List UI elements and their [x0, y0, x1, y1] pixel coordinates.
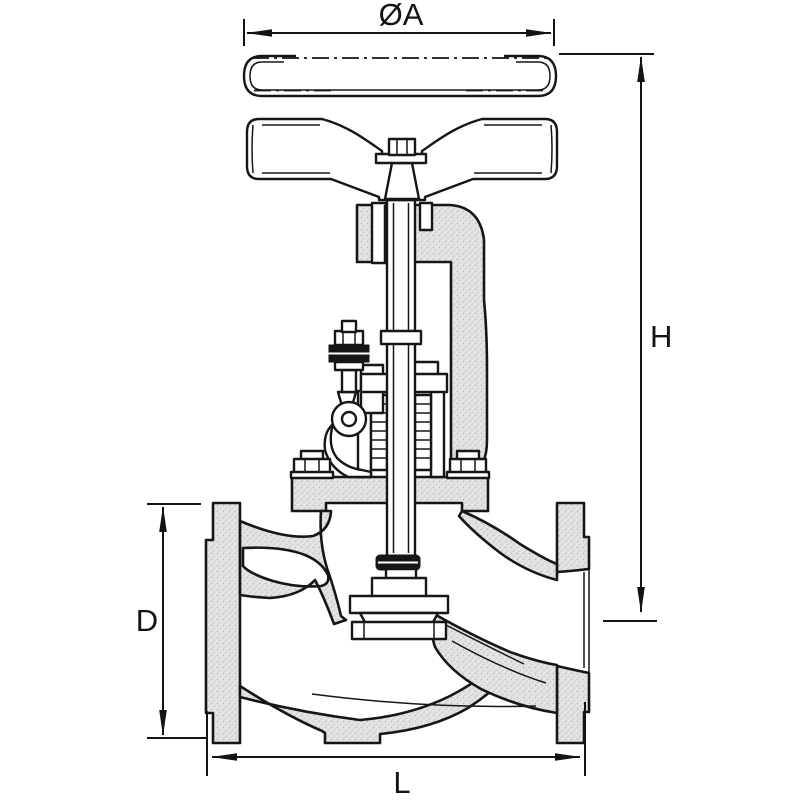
stem-nut	[387, 137, 417, 157]
handwheel-spokes-inner-lines	[251, 124, 553, 174]
disc-upper-step	[370, 576, 428, 599]
stem-collar	[379, 329, 423, 346]
inlet-flange	[204, 501, 242, 745]
dim-a-label: ØA	[379, 0, 424, 32]
seat-ring	[350, 620, 448, 641]
outlet-lower-wing	[430, 613, 559, 715]
gland-pivot-bracket	[323, 422, 373, 479]
dim-face-to-face: L	[206, 702, 586, 800]
outlet-flange-upper-hub	[555, 501, 591, 574]
eyebolt-lock-band-lower	[328, 354, 370, 363]
stem-nut-facets	[396, 139, 408, 155]
dim-l-extension-lines	[206, 702, 586, 776]
bowl-far-wall-line	[311, 693, 537, 708]
handwheel-hub	[383, 161, 421, 201]
dim-l-label: L	[393, 765, 410, 800]
eyebolt-washer	[333, 360, 365, 372]
dim-h-label: H	[650, 319, 672, 354]
dim-overall-height: H	[559, 53, 672, 622]
eyebolt-shank	[340, 368, 358, 394]
dim-d-label: D	[136, 603, 158, 638]
dim-a-extension-ticks	[243, 19, 555, 46]
wing-inner-line	[443, 623, 525, 665]
handwheel	[242, 54, 559, 202]
seat-bore-edges	[363, 622, 435, 639]
stuffing-box-right-wall	[429, 389, 446, 479]
handwheel-rim	[242, 54, 558, 98]
dimensions: ØA H D L	[136, 0, 673, 800]
dim-handwheel-diameter: ØA	[243, 0, 555, 46]
valve-stem	[385, 198, 417, 558]
bolt-washer	[445, 470, 491, 480]
inlet-upper-wall-and-bridge	[238, 509, 348, 626]
dim-d-extension-ticks	[147, 503, 207, 739]
bolt-hex-facets	[304, 459, 320, 473]
outlet-flange-face-lines	[583, 569, 590, 673]
handwheel-rim-inner-line	[249, 61, 551, 91]
pivot-pin-hole	[340, 410, 358, 428]
disc-holder	[348, 594, 450, 615]
valve-trim	[289, 198, 491, 641]
wing-far-wall-line	[451, 640, 547, 684]
stem-sleeve-lines	[392, 203, 410, 553]
outlet-upper-wall	[457, 509, 559, 582]
bolt-washer	[289, 470, 335, 480]
bolt-hex-facets	[460, 459, 476, 473]
yoke-right-slot	[418, 201, 434, 232]
dim-flange-diameter: D	[136, 503, 207, 739]
eyebolt-nut-facets	[342, 331, 356, 345]
eyebolt-cap-nut	[340, 319, 358, 334]
bonnet-bolt-left	[289, 449, 335, 480]
bonnet-bolt-right	[445, 449, 491, 480]
